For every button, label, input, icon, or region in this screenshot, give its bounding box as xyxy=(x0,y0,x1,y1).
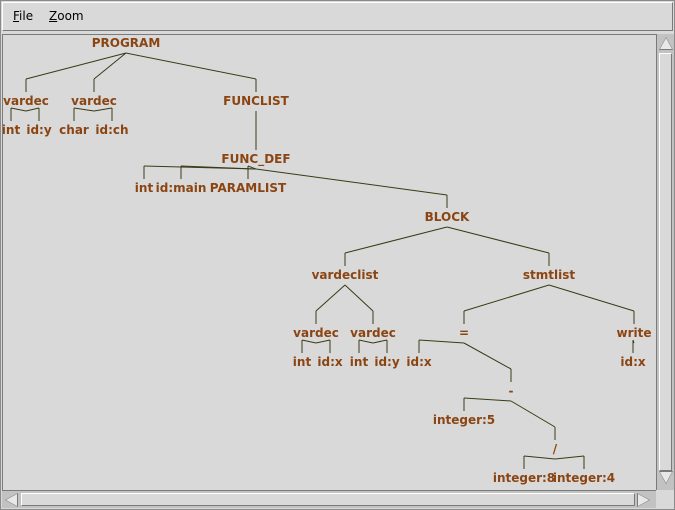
syntax-tree: PROGRAM vardec int id:y vardec char id:ch FUNCL… xyxy=(2,36,652,485)
tree-node-integer-4: integer:4 xyxy=(553,471,615,485)
vertical-scroll-thumb[interactable] xyxy=(659,53,672,471)
vertical-scrollbar[interactable] xyxy=(656,34,674,490)
tree-edge xyxy=(255,168,448,196)
tree-edge xyxy=(25,107,40,112)
tree-edge xyxy=(463,342,512,370)
tree-node-int: int xyxy=(135,181,154,195)
tree-node-stmtlist: stmtlist xyxy=(523,268,575,282)
tree-edges xyxy=(10,52,635,469)
tree-node-funclist: FUNCLIST xyxy=(223,94,290,108)
tree-edge xyxy=(93,52,127,80)
horizontal-scrollbar[interactable] xyxy=(2,490,656,508)
tree-node-write: write xyxy=(617,326,652,340)
menu-file-mnemonic: F xyxy=(13,9,20,23)
tree-canvas[interactable]: PROGRAM vardec int id:y vardec char id:ch FUNCL… xyxy=(2,34,657,490)
tree-edge xyxy=(463,397,512,402)
tree-edge xyxy=(125,52,257,80)
tree-node-func-def: FUNC_DEF xyxy=(221,152,290,167)
scroll-left-arrow-icon[interactable] xyxy=(6,494,17,506)
tree-edge xyxy=(548,284,635,312)
tree-node-int: int xyxy=(2,123,20,137)
tree-edge xyxy=(418,339,465,344)
tree-node-op: - xyxy=(509,384,514,398)
tree-labels: PROGRAM vardec int id:y vardec char id:ch FUNCL… xyxy=(2,36,652,485)
scroll-up-arrow-icon[interactable] xyxy=(660,38,672,49)
tree-edge xyxy=(315,339,331,344)
horizontal-scroll-thumb[interactable] xyxy=(21,493,635,506)
tree-node-vardec: vardec xyxy=(3,94,49,108)
tree-node-int: int xyxy=(293,355,312,369)
tree-edge xyxy=(301,339,317,344)
tree-edge xyxy=(10,107,27,112)
tree-node-id-y: id:y xyxy=(26,123,52,137)
tree-edge xyxy=(315,284,346,312)
tree-edge xyxy=(180,165,257,170)
tree-edge xyxy=(523,455,556,460)
menu-bar: File Zoom xyxy=(2,2,673,31)
tree-edge xyxy=(463,284,550,312)
tree-node-vardec: vardec xyxy=(350,326,396,340)
menu-zoom[interactable]: Zoom xyxy=(49,9,84,23)
tree-node-id-y: id:y xyxy=(374,355,400,369)
tree-node-vardec: vardec xyxy=(293,326,339,340)
tree-edge xyxy=(247,165,257,170)
tree-node-id-x: id:x xyxy=(406,355,432,369)
tree-edge xyxy=(93,107,113,112)
tree-edge xyxy=(73,107,95,112)
tree-node-vardeclist: vardeclist xyxy=(312,268,379,282)
tree-node-id-x: id:x xyxy=(620,355,646,369)
tree-node-op: / xyxy=(553,442,558,456)
tree-node-block: BLOCK xyxy=(425,210,470,224)
tree-node-vardec: vardec xyxy=(71,94,117,108)
tree-node-char: char xyxy=(59,123,89,137)
tree-node-id-ch: id:ch xyxy=(95,123,128,137)
tree-node-paramlist: PARAMLIST xyxy=(210,181,287,195)
tree-node-op: = xyxy=(459,326,469,340)
menu-zoom-mnemonic: Z xyxy=(49,9,58,23)
tree-edge xyxy=(446,226,550,254)
tree-edge xyxy=(372,339,388,344)
tree-edge xyxy=(25,52,127,80)
tree-node-id-x: id:x xyxy=(317,355,343,369)
tree-edge xyxy=(554,455,585,460)
tree-edge xyxy=(510,400,556,428)
menu-zoom-label-rest: oom xyxy=(57,9,84,23)
tree-node-id-main: id:main xyxy=(156,181,207,195)
menu-file-label-rest: ile xyxy=(19,9,34,23)
tree-node-integer-5: integer:5 xyxy=(433,413,495,427)
menu-file[interactable]: File xyxy=(13,9,33,23)
tree-edge xyxy=(344,226,448,254)
scroll-right-arrow-icon[interactable] xyxy=(638,494,649,506)
tree-edge xyxy=(344,284,374,312)
tree-edge xyxy=(358,339,374,344)
tree-node-program: PROGRAM xyxy=(92,36,161,50)
scroll-down-arrow-icon[interactable] xyxy=(660,472,672,483)
tree-node-int: int xyxy=(350,355,369,369)
scrollbar-corner xyxy=(656,490,674,508)
tree-node-integer-8: integer:8 xyxy=(493,471,555,485)
